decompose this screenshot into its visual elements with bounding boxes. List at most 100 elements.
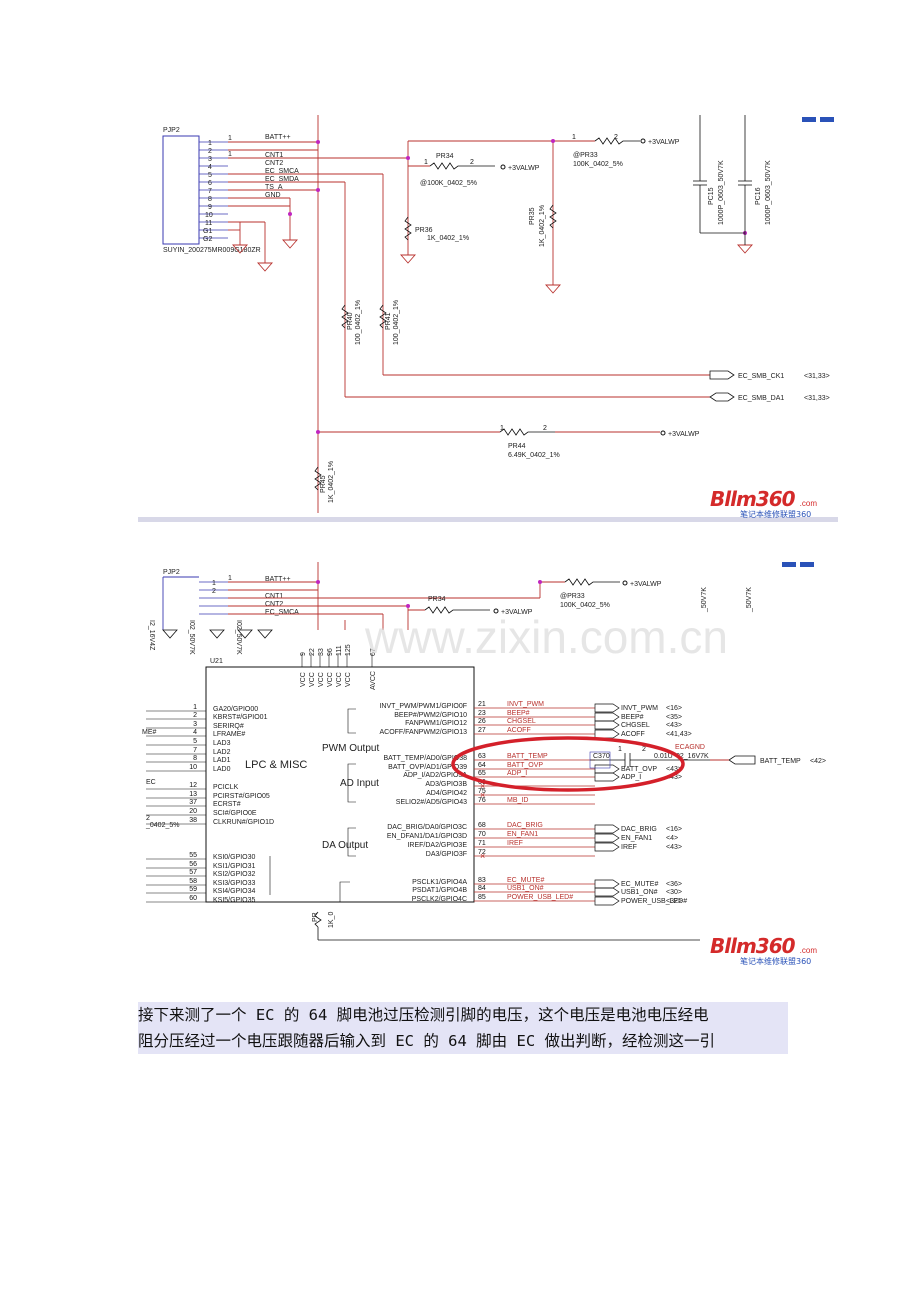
f1-pr34-net: +3VALWP — [508, 165, 540, 172]
ic-right-pin-number: 84 — [478, 885, 486, 892]
vcc-pin-label: VCC — [336, 672, 343, 687]
ic-ref: U21 — [210, 658, 223, 665]
ic-left-pin-name: KSI4/GPIO34 — [213, 888, 256, 895]
ic-right-port-ref: <16> — [666, 826, 682, 833]
f1-pin-num: 7 — [208, 188, 212, 195]
ic-left-pin-number: 20 — [189, 808, 197, 815]
ic-right-pin-name: FANPWM1/GPIO12 — [405, 720, 467, 727]
ic-right-port-ref: <43> — [666, 844, 682, 851]
ic-left-pin-name: KSI0/GPIO30 — [213, 854, 256, 861]
ic-right-port-arrow — [594, 772, 620, 782]
ic-right-port-ref: <43> — [666, 722, 682, 729]
ecagnd-label: ECAGND — [675, 744, 705, 751]
ic-left-pin-number: 56 — [189, 861, 197, 868]
f1-pr40-ref: PR40 — [347, 312, 354, 330]
f2-pin-2: 2 — [212, 588, 216, 595]
ic-right-pin-name: AD4/GPIO42 — [426, 790, 467, 797]
f2-net-ec-smca: EC_SMCA — [265, 609, 299, 616]
f1-pr34-pin2: 2 — [470, 159, 474, 166]
ic-left-pin-number: 13 — [189, 791, 197, 798]
ic-right-pin-name: DA3/GPIO3F — [426, 851, 467, 858]
f1-port-smb-da1-ref: <31,33> — [804, 395, 830, 402]
ic-left-pin-number: 37 — [189, 799, 197, 806]
ic-right-port-name: BATT_OVP — [621, 766, 657, 773]
caption-line-2: 阻分压经过一个电压跟随器后输入到 EC 的 64 脚由 EC 做出判断，经检测这… — [138, 1032, 715, 1050]
ic-right-pin-net: USB1_ON# — [507, 885, 544, 892]
ic-right-pin-net: ADP_I — [507, 770, 527, 777]
f2-offpage-res: _0402_5% — [145, 822, 179, 829]
f1-pin-num: 11 — [205, 220, 212, 227]
f2-bottom-res-ref: PR — [312, 912, 319, 922]
f1-pc15-value: 1000P_0603_50V7K — [718, 160, 725, 225]
vcc-pin-label: VCC — [345, 672, 352, 687]
no-connect-mark: × — [480, 781, 485, 791]
ic-right-port-name: EN_FAN1 — [621, 835, 652, 842]
ic-right-port-ref: <43> — [666, 766, 682, 773]
ic-left-pin-name: PCICLK — [213, 784, 239, 791]
ic-right-pin-name: DAC_BRIG/DA0/GPIO3C — [387, 824, 467, 831]
vcc-pin-number: 96 — [327, 648, 334, 656]
ic-right-port-arrow — [594, 824, 620, 834]
f1-net-batt: BATT++ — [265, 134, 291, 141]
vcc-pin-number: 111 — [336, 645, 343, 656]
f2-offpage-pin: 2 — [146, 815, 150, 822]
f2-left-vert-2: I02_50V7K — [188, 620, 195, 655]
f2-pr33-ref: @PR33 — [560, 593, 585, 600]
f2-net-cnt2: CNT2 — [265, 601, 283, 608]
ic-left-pin-number: 1 — [193, 704, 197, 711]
f1-pr35-ref: PR35 — [529, 207, 536, 225]
ic-right-port-name: CHGSEL — [621, 722, 650, 729]
f1-pr34-ref: PR34 — [436, 153, 454, 160]
f1-port-smb-ck1-ref: <31,33> — [804, 373, 830, 380]
ic-left-pin-number: 3 — [193, 721, 197, 728]
ic-left-pin-name: KSI1/GPIO31 — [213, 863, 256, 870]
ic-left-pin-name: SCI#/GPIO0E — [213, 810, 257, 817]
f2-pin-1: 1 — [228, 575, 232, 582]
vcc-pin-label: VCC — [327, 672, 334, 687]
f2-net-cnt1: CNT1 — [265, 593, 283, 600]
ic-section-da: DA Output — [322, 840, 368, 851]
c370-part: 02_16V7K — [676, 753, 709, 760]
caption-paragraph: 接下来测了一个 EC 的 64 脚电池过压检测引脚的电压，这个电压是电池电压经电… — [138, 1002, 788, 1054]
ic-left-pin-number: 8 — [193, 755, 197, 762]
ic-section-ad: AD Input — [340, 778, 379, 789]
logo-subtext: 笔记本维修联盟360 — [740, 957, 812, 966]
ic-right-pin-number: 85 — [478, 894, 486, 901]
ic-right-port-arrow — [594, 842, 620, 852]
batt-temp-port: BATT_TEMP — [760, 758, 801, 765]
f1-pr41-value: 100_0402_1% — [393, 300, 400, 345]
f1-pr35-value: 1K_0402_1% — [539, 205, 546, 247]
f1-pin-num: 8 — [208, 196, 212, 203]
ic-right-pin-name: PSDAT1/GPIO4B — [412, 887, 467, 894]
ic-right-pin-net: EC_MUTE# — [507, 877, 544, 884]
ic-right-port-name: EC_MUTE# — [621, 881, 658, 888]
f1-pin-num: 9 — [208, 204, 212, 211]
logo-suffix: .com — [799, 946, 817, 955]
ic-right-pin-name: EN_DFAN1/DA1/GPIO3D — [387, 833, 467, 840]
f2-pr34-net: +3VALWP — [501, 609, 533, 616]
logo-figure-1: Bllm360 .com 笔记本维修联盟360 — [710, 487, 835, 519]
ic-left-pin-number: 59 — [189, 886, 197, 893]
f1-connector-ref: PJP2 — [163, 127, 180, 134]
ic-right-pin-name: BATT_TEMP/AD0/GPIO38 — [383, 755, 467, 762]
f1-port-smb-ck1: EC_SMB_CK1 — [738, 373, 784, 380]
caption-line-1: 接下来测了一个 EC 的 64 脚电池过压检测引脚的电压，这个电压是电池电压经电 — [138, 1006, 709, 1024]
ic-right-port-name: ACOFF — [621, 731, 645, 738]
ic-right-pin-net: ACOFF — [507, 727, 531, 734]
logo-subtext: 笔记本维修联盟360 — [740, 510, 812, 519]
ic-left-pin-number: 60 — [189, 895, 197, 902]
ic-right-pin-net: INVT_PWM — [507, 701, 544, 708]
ic-right-port-name: INVT_PWM — [621, 705, 658, 712]
f1-net-gnd: GND — [265, 192, 281, 199]
f1-pin-num: 10 — [205, 212, 213, 219]
ic-right-pin-name: ACOFF/FANPWM2/GPIO13 — [379, 729, 467, 736]
no-connect-mark: × — [480, 790, 485, 800]
ic-right-pin-number: 21 — [478, 701, 486, 708]
batt-temp-port-ref: <42> — [810, 758, 826, 765]
ic-left-pin-number: 2 — [193, 712, 197, 719]
logo-suffix: .com — [799, 499, 817, 508]
f1-pin-num: G2 — [203, 236, 212, 243]
ic-right-pin-net: MB_ID — [507, 797, 528, 804]
f1-pr40-value: 100_0402_1% — [355, 300, 362, 345]
ic-right-pin-name: SELIO2#/AD5/GPIO43 — [396, 799, 467, 806]
